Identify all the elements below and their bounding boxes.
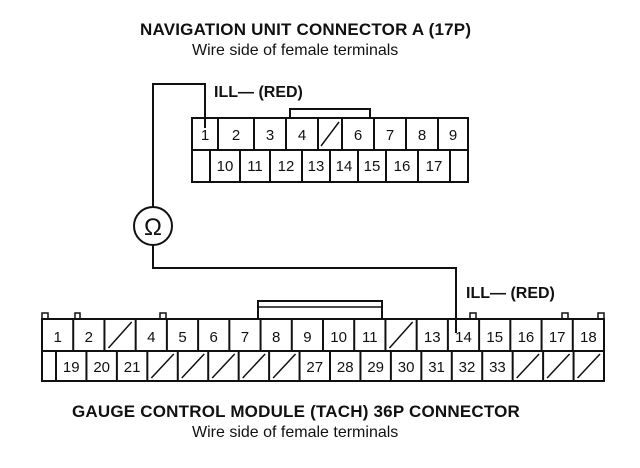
gauge-empty-terminal-slash <box>107 321 133 349</box>
gauge-guide-bump <box>469 312 477 319</box>
nav-empty-terminal-slash <box>320 121 340 147</box>
nav-terminal-15: 15 <box>364 158 381 175</box>
gauge-terminal-8: 8 <box>272 329 280 346</box>
gauge-terminal-13: 13 <box>424 329 441 346</box>
gauge-terminal-10: 10 <box>330 329 347 346</box>
gauge-terminal-15: 15 <box>486 329 503 346</box>
gauge-empty-terminal-slash <box>150 353 175 379</box>
gauge-empty-terminal-slash <box>546 353 571 379</box>
gauge-terminal-5: 5 <box>178 329 186 346</box>
gauge-empty-terminal-slash <box>211 353 236 379</box>
gauge-terminal-30: 30 <box>398 359 415 376</box>
gauge-terminal-29: 29 <box>367 359 384 376</box>
gauge-guide-bump <box>597 312 605 319</box>
gauge-connector-title: GAUGE CONTROL MODULE (TACH) 36P CONNECTO… <box>72 402 521 421</box>
gauge-control-module-connector: 1 2 4 5 6 7 8 9 10 11 13 14 15 16 17 18 19 20 21 27 28 29 30 31… <box>41 300 605 382</box>
nav-terminal-2: 2 <box>232 127 240 144</box>
nav-terminal-7: 7 <box>386 127 394 144</box>
gauge-terminal-19: 19 <box>63 359 80 376</box>
gauge-guide-bump <box>561 312 569 319</box>
gauge-terminal-11: 11 <box>362 329 378 346</box>
nav-terminal-13: 13 <box>308 158 325 175</box>
gauge-terminal-9: 9 <box>303 329 311 346</box>
gauge-guide-bump <box>41 312 49 319</box>
gauge-terminal-2: 2 <box>85 329 93 346</box>
gauge-empty-terminal-slash <box>181 353 205 379</box>
gauge-terminal-6: 6 <box>210 329 218 346</box>
nav-terminal-6: 6 <box>354 127 362 144</box>
gauge-guide-bump <box>74 312 81 319</box>
nav-connector-subtitle: Wire side of female terminals <box>192 42 399 59</box>
nav-terminal-9: 9 <box>449 127 457 144</box>
gauge-connector-subtitle: Wire side of female terminals <box>192 424 399 441</box>
gauge-empty-terminal-slash <box>242 353 266 379</box>
gauge-guide-bump <box>159 312 167 319</box>
gauge-terminal-20: 20 <box>93 359 110 376</box>
gauge-terminal-31: 31 <box>428 359 445 376</box>
gauge-empty-terminal-slash <box>272 353 297 379</box>
gauge-empty-terminal-slash <box>516 353 540 379</box>
gauge-terminal-4: 4 <box>147 329 155 346</box>
gauge-terminal-17: 17 <box>549 329 566 346</box>
gauge-terminal-21: 21 <box>124 359 141 376</box>
gauge-terminal-7: 7 <box>241 329 249 346</box>
gauge-terminal-1: 1 <box>53 329 61 346</box>
nav-connector-title: NAVIGATION UNIT CONNECTOR A (17P) <box>140 20 472 39</box>
gauge-empty-terminal-slash <box>388 321 414 349</box>
nav-terminal-17: 17 <box>426 158 443 175</box>
gauge-empty-terminal-slash <box>577 353 601 379</box>
nav-terminal-8: 8 <box>418 127 426 144</box>
nav-terminal-16: 16 <box>394 158 411 175</box>
nav-ill-wire-label: ILL— (RED) <box>214 84 303 101</box>
gauge-terminal-28: 28 <box>337 359 354 376</box>
ohmmeter-icon: Ω <box>133 206 173 246</box>
wire-meter-to-gauge <box>152 245 457 333</box>
gauge-terminal-18: 18 <box>580 329 597 346</box>
test-wires <box>152 83 457 333</box>
nav-terminal-11: 11 <box>247 158 263 175</box>
gauge-terminal-27: 27 <box>306 359 323 376</box>
nav-terminal-12: 12 <box>278 158 295 175</box>
nav-terminal-3: 3 <box>266 127 274 144</box>
nav-connector-lock-tab <box>289 108 371 118</box>
ohm-symbol: Ω <box>144 214 162 241</box>
nav-terminal-14: 14 <box>336 158 353 175</box>
gauge-ill-wire-label: ILL— (RED) <box>466 285 555 302</box>
gauge-terminal-33: 33 <box>489 359 506 376</box>
gauge-connector-lock-tab <box>257 300 383 319</box>
nav-terminal-4: 4 <box>298 127 306 144</box>
gauge-terminal-16: 16 <box>518 329 535 346</box>
gauge-terminal-14: 14 <box>455 329 472 346</box>
wire-nav-to-meter <box>152 83 206 207</box>
nav-terminal-10: 10 <box>217 158 234 175</box>
nav-terminal-1: 1 <box>201 127 209 144</box>
gauge-terminal-32: 32 <box>459 359 476 376</box>
